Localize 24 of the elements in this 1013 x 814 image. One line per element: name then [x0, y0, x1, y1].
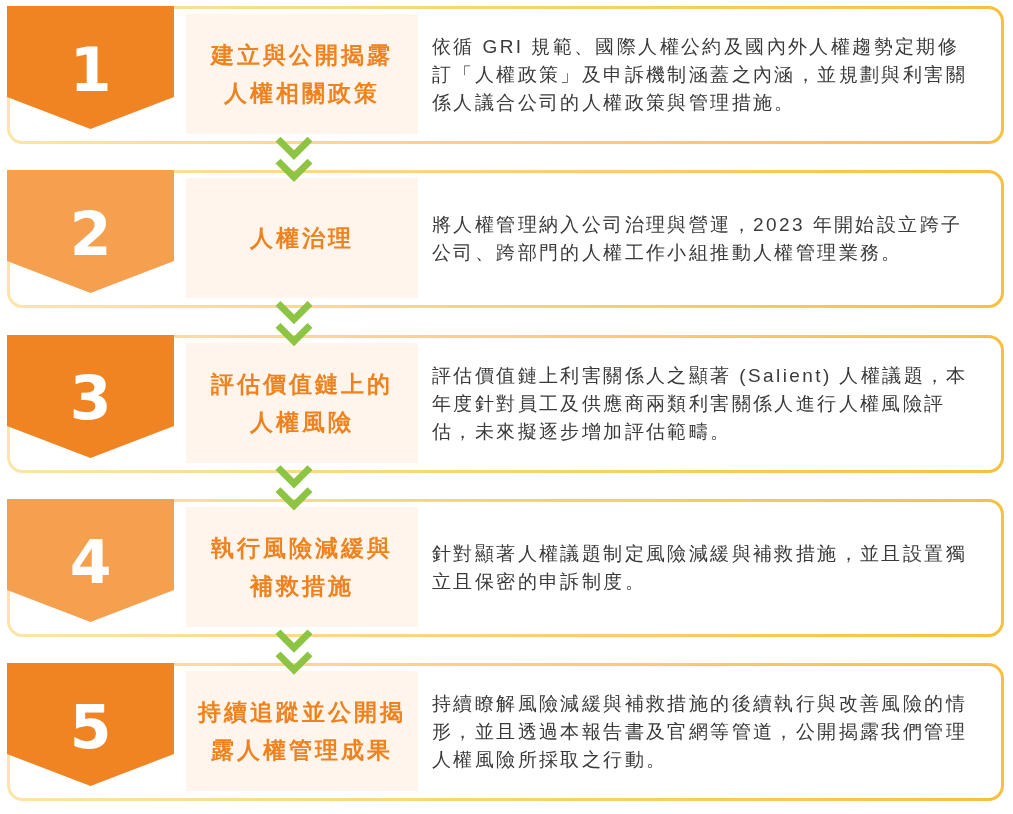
step-card: [7, 6, 1004, 144]
chevron-arrow: [274, 299, 314, 347]
step-description: 將人權管理納入公司治理與營運，2023 年開始設立跨子公司、跨部門的人權工作小組推動人權管理業務。: [432, 213, 964, 266]
chevron-arrow: [274, 628, 314, 675]
step-number-badge: 1: [7, 6, 174, 129]
step-number-badge: 2: [7, 170, 174, 294]
step-card: [7, 334, 1004, 473]
step-description: 依循 GRI 規範、國際人權公約及國內外人權趨勢定期修訂「人權政策」及申訴機制涵蓋之內涵，並規劃與利害關係人議合公司的人權政策與管理措施。: [432, 35, 968, 115]
step-title: 人權治理: [186, 178, 418, 299]
step-number-badge: 4: [7, 498, 174, 622]
chevron-arrow: [274, 464, 314, 511]
step-card: [7, 170, 1004, 309]
step-card: [7, 498, 1004, 637]
step-title: 建立與公開揭露人權相關政策: [186, 14, 418, 134]
step-card: [7, 663, 1004, 801]
step-title: 執行風險減緩與補救措施: [186, 506, 418, 627]
step-title: 持續追蹤並公開揭露人權管理成果: [186, 671, 418, 791]
step-description: 評估價值鏈上利害關係人之顯著 (Salient) 人權議題，本年度針對員工及供應商兩類利害關係人進行人權風險評估，未來擬逐步增加評估範疇。: [432, 363, 969, 444]
step-description: 持續瞭解風險減緩與補救措施的後續執行與改善風險的情形，並且透過本報告書及官網等管道，公開揭露我們管理人權風險所採取之行動。: [432, 692, 968, 772]
step-number-badge: 5: [7, 663, 174, 786]
step-description: 針對顯著人權議題制定風險減緩與補救措施，並且設置獨立且保密的申訴制度。: [432, 541, 968, 594]
chevron-arrow: [274, 135, 314, 183]
step-title: 評估價值鏈上的人權風險: [186, 342, 418, 463]
step-number-badge: 3: [7, 334, 174, 458]
